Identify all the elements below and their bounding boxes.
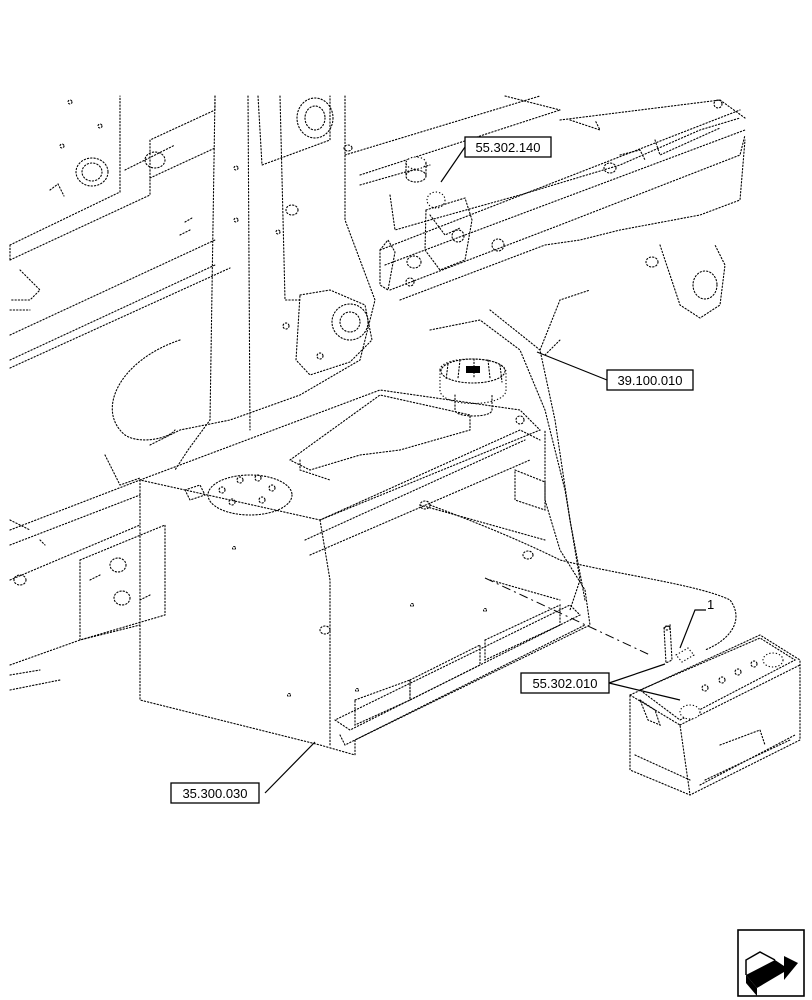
assembly-centerline bbox=[484, 577, 651, 656]
chassis-frame bbox=[9, 95, 746, 691]
battery bbox=[629, 624, 801, 796]
callout-label-39100010: 39.100.010 bbox=[617, 373, 682, 388]
filler-cap bbox=[439, 358, 507, 417]
callout-leaders bbox=[264, 146, 706, 794]
callout-39100010[interactable]: 39.100.010 bbox=[606, 369, 694, 391]
cable-route bbox=[429, 504, 737, 651]
callout-55302140[interactable]: 55.302.140 bbox=[464, 136, 552, 158]
callout-label-35300030: 35.300.030 bbox=[182, 786, 247, 801]
callout-label-55302140: 55.302.140 bbox=[475, 140, 540, 155]
callout-55302010[interactable]: 55.302.010 bbox=[520, 672, 610, 694]
fitting-assembly bbox=[379, 156, 505, 291]
callout-35300030[interactable]: 35.300.030 bbox=[170, 782, 260, 804]
callout-label-55302010: 55.302.010 bbox=[532, 676, 597, 691]
item-number-1: 1 bbox=[707, 597, 714, 612]
next-page-arrow-icon[interactable] bbox=[737, 929, 805, 997]
battery-box bbox=[79, 389, 591, 756]
